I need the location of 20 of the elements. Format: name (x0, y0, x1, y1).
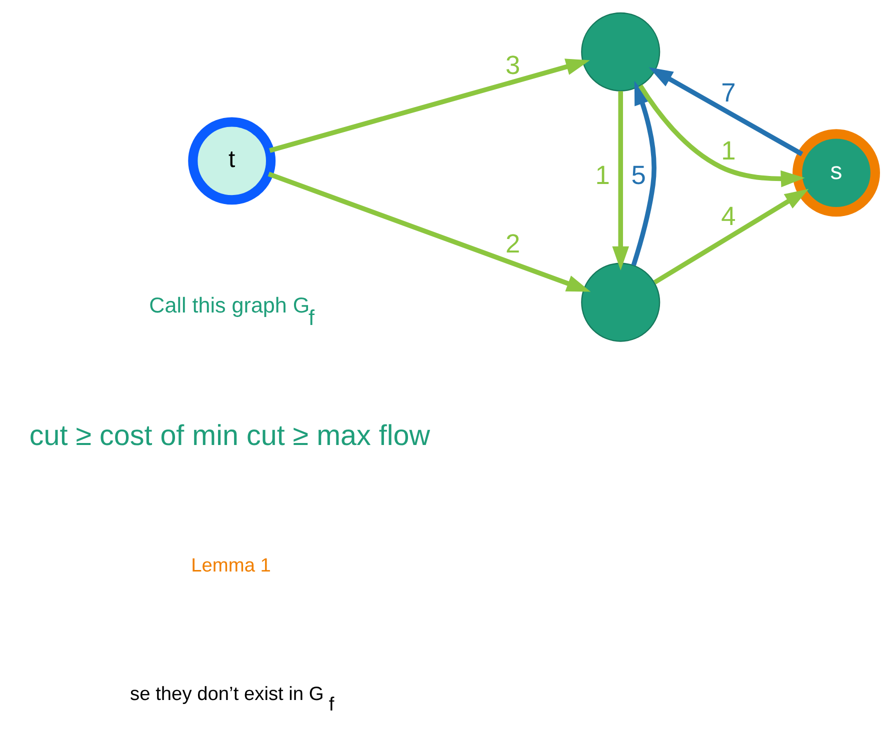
arrow (638, 84, 804, 188)
arrow (268, 58, 590, 153)
edge-label: 5 (630, 160, 646, 190)
arrow (267, 172, 590, 292)
label: cut ≥ cost of min cut ≥ max flow (28, 420, 430, 452)
arrow (648, 67, 803, 156)
arrow (652, 188, 808, 284)
edge-label: 3 (504, 50, 520, 80)
node-circle: t (188, 117, 276, 205)
edge-label: 1 (594, 160, 610, 190)
node-circle (580, 262, 660, 342)
node-circle: s (792, 129, 880, 217)
label: Lemma 1 (190, 556, 270, 577)
edge-label: 1 (720, 135, 736, 166)
edge-label: 4 (720, 201, 736, 232)
node-circle (580, 12, 660, 92)
edge-label: 2 (504, 228, 520, 259)
edge-label: 7 (720, 78, 736, 108)
arrow (612, 91, 629, 270)
arrow (630, 80, 656, 266)
